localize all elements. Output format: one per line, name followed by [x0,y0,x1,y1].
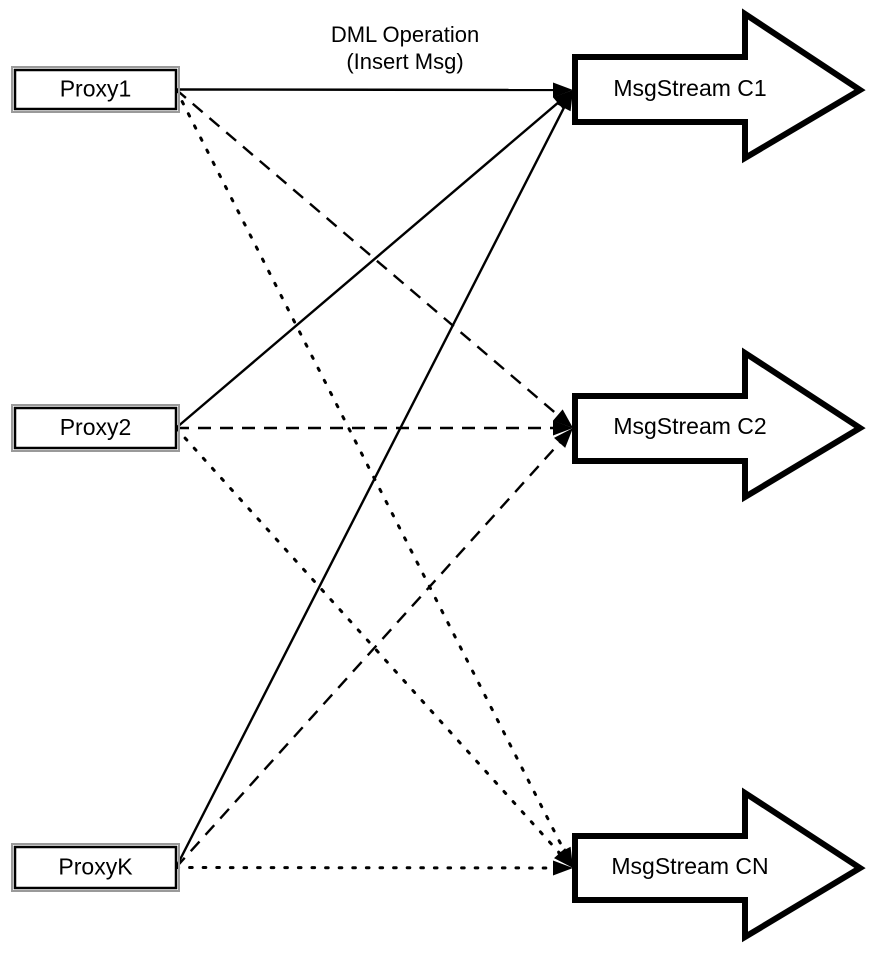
msgstream-label-c1: MsgStream C1 [613,75,766,101]
proxy-node-proxyK[interactable]: ProxyK [11,843,180,892]
arrowhead-p1-c1 [552,82,573,98]
connector-arrowheads-layer [552,82,573,876]
proxy-node-proxy1[interactable]: Proxy1 [11,66,180,113]
msgstream-node-cn[interactable]: MsgStream CN [572,787,866,943]
connector-pk-c2 [175,437,565,869]
connector-p2-cn [174,426,566,860]
arrowhead-p2-cn [554,848,573,868]
connector-edges-layer [174,88,569,870]
proxy-box-outline-proxy2 [11,404,180,452]
msgstream-arrow-shape-c1 [572,8,866,164]
annotation-dml-operation: DML Operation(Insert Msg) [331,22,479,74]
proxy-box-outline-proxy1 [11,66,180,113]
msgstream-node-c2[interactable]: MsgStream C2 [572,347,866,503]
arrowhead-pk-cn [552,860,573,876]
proxy-node-proxy2[interactable]: Proxy2 [11,404,180,452]
connector-pk-c1 [174,101,568,869]
annotations-layer: DML Operation(Insert Msg) [331,22,479,74]
arrowhead-pk-c1 [557,90,573,112]
msgstream-arrow-shape-cn [572,787,866,943]
msgstream-label-c2: MsgStream C2 [613,413,766,439]
connector-p2-c1 [175,98,564,429]
proxy-label-proxy2: Proxy2 [60,414,132,440]
arrowhead-p1-c2 [552,409,573,428]
msgstream-nodes-layer: MsgStream C1 MsgStream C2 MsgStream CN [572,8,866,943]
msgstream-node-c1[interactable]: MsgStream C1 [572,8,866,164]
msgstream-arrow-shape-c2 [572,347,866,503]
annotation-line1-dml-operation: DML Operation [331,22,479,47]
proxy-box-outline-proxyK [11,843,180,892]
proxy-box-proxyK [13,845,178,890]
arrowhead-p2-c2 [553,420,573,436]
connector-p1-c2 [175,88,564,420]
proxy-box-proxy2 [13,406,178,450]
proxy-label-proxyK: ProxyK [58,854,133,880]
connector-p1-cn [174,88,569,858]
annotation-line2-dml-operation: (Insert Msg) [346,49,463,74]
proxy-box-proxy1 [13,68,178,111]
proxy-label-proxy1: Proxy1 [60,76,132,102]
msgstream-label-cn: MsgStream CN [611,853,768,879]
arrowhead-pk-c2 [554,428,573,448]
